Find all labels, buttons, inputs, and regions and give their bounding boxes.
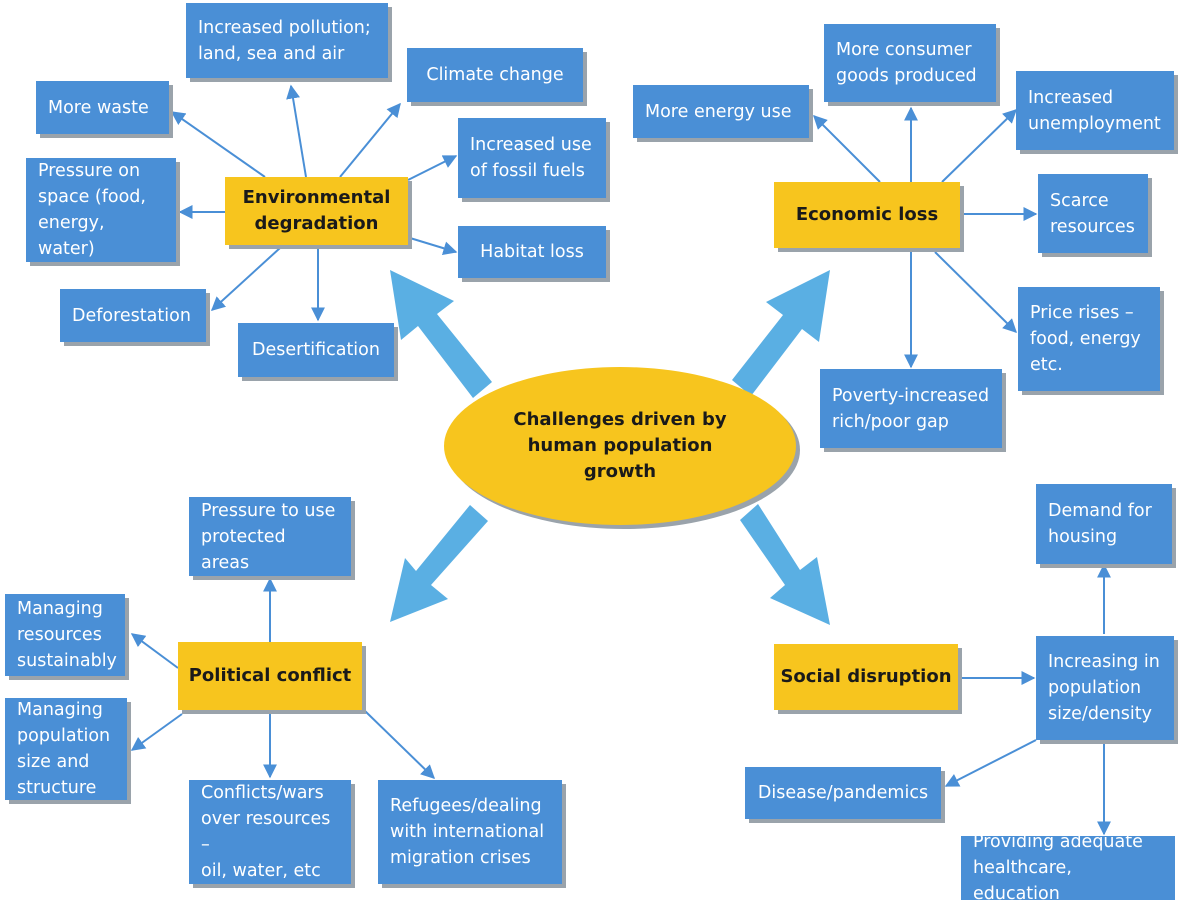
main-arrow-political — [390, 505, 488, 622]
env-connectors — [170, 84, 458, 322]
node-refugees: Refugees/dealing with international migr… — [378, 780, 562, 884]
eco-connectors — [813, 106, 1038, 369]
node-demand-housing: Demand for housing — [1036, 484, 1172, 564]
main-arrows — [390, 270, 830, 625]
main-arrow-economic — [732, 270, 830, 396]
node-increased-pollution: Increased pollution; land, sea and air — [186, 3, 388, 78]
node-population-density: Increasing in population size/density — [1036, 636, 1174, 740]
node-desertification: Desertification — [238, 323, 394, 377]
node-protected-areas: Pressure to use protected areas — [189, 497, 351, 576]
node-more-waste: More waste — [36, 81, 169, 134]
node-pressure-on-space: Pressure on space (food, energy, water) — [26, 158, 176, 262]
node-climate-change: Climate change — [407, 48, 583, 102]
hub-social-disruption: Social disruption — [774, 644, 958, 710]
node-unemployment: Increased unemployment — [1016, 71, 1174, 150]
node-price-rises: Price rises – food, energy etc. — [1018, 287, 1160, 391]
node-poverty-gap: Poverty-increased rich/poor gap — [820, 369, 1002, 448]
node-scarce-resources: Scarce resources — [1038, 174, 1148, 253]
node-deforestation: Deforestation — [60, 289, 206, 342]
node-managing-resources: Managing resources sustainably — [5, 594, 125, 676]
main-arrow-environmental — [390, 270, 492, 398]
node-conflicts-wars: Conflicts/wars over resources – oil, wat… — [189, 780, 351, 884]
node-fossil-fuels: Increased use of fossil fuels — [458, 118, 606, 198]
node-managing-population: Managing population size and structure — [5, 698, 127, 800]
pol-connectors — [130, 577, 436, 779]
node-disease-pandemics: Disease/pandemics — [745, 767, 941, 819]
hub-economic-loss: Economic loss — [774, 182, 960, 248]
soc-connectors — [944, 563, 1111, 836]
node-habitat-loss: Habitat loss — [458, 226, 606, 278]
node-energy-use: More energy use — [633, 85, 809, 138]
hub-political-conflict: Political conflict — [178, 642, 362, 710]
hub-environmental-degradation: Environmental degradation — [225, 177, 408, 245]
node-consumer-goods: More consumer goods produced — [824, 24, 996, 102]
main-arrow-social — [740, 504, 830, 625]
node-healthcare-education: Providing adequate healthcare, education — [961, 832, 1175, 904]
central-topic: Challenges driven by human population gr… — [444, 367, 796, 525]
